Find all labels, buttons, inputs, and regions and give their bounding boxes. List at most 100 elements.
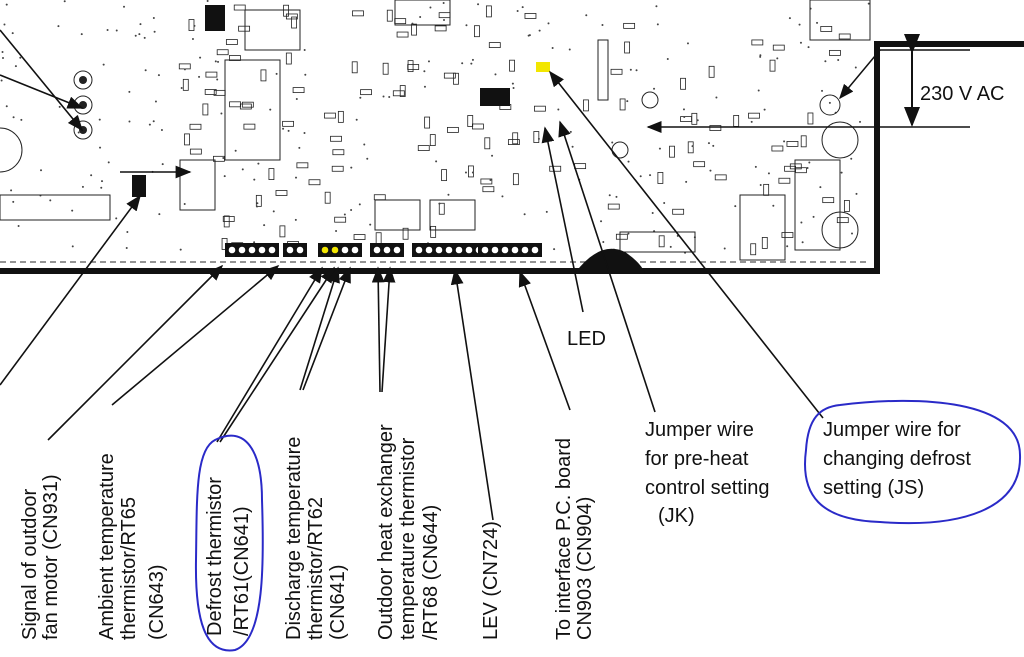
via [14,65,17,68]
pcb-part [794,159,841,251]
via [126,231,129,234]
component [472,123,484,130]
connector-pin [500,245,510,255]
jk-line-3: control setting [645,477,770,499]
via [553,248,556,251]
connector-pin [295,245,305,255]
pcb-part [224,59,281,161]
via [465,24,468,27]
component [680,116,692,122]
component [375,232,382,245]
via [527,34,530,37]
via [653,87,656,90]
via [812,215,815,218]
component [574,163,587,170]
via [600,220,603,223]
via [626,100,629,103]
connector-pin [490,245,500,255]
discharge-line-3: (CN641) [327,564,349,640]
via [757,89,760,92]
via [358,203,361,206]
via [585,14,588,17]
via [427,60,430,63]
interface-line-2: CN903 (CN904) [574,497,596,640]
component [229,101,241,108]
via [363,143,366,146]
connector-pin [414,245,424,255]
label-lev: LEV (CN724) [480,521,502,640]
via [489,179,492,182]
via [734,205,737,208]
via [707,142,710,145]
component [468,165,474,178]
component [807,112,814,125]
via [263,224,266,227]
pcb-round-part [821,121,859,159]
via [423,70,426,73]
label-interface: To interface P.C. board CN903 (CN904) [553,438,596,640]
component [283,4,289,17]
component [623,22,636,29]
via [58,105,61,108]
via [512,86,515,89]
via [669,245,672,248]
pcb-part [0,194,111,221]
pcb-part [244,9,301,51]
via [859,120,862,123]
component [771,145,784,152]
pcb-components [0,0,871,261]
connector-pin [237,245,247,255]
via [423,85,426,88]
via [369,223,372,226]
via [807,46,810,49]
via [772,204,775,207]
via [447,193,450,196]
via [799,41,802,44]
via [601,23,604,26]
via [828,101,831,104]
via [191,38,194,41]
via [57,25,60,28]
via [712,144,715,147]
via [635,69,638,72]
component [386,9,393,22]
component [392,90,405,97]
via [11,32,14,35]
via [17,224,20,227]
via [663,201,666,204]
jk-line-2: for pre-heat [645,448,749,470]
via [123,5,126,8]
component [238,25,251,32]
via [234,149,237,152]
component [658,235,665,248]
component [202,103,209,116]
connector-pin [510,245,520,255]
component [583,99,589,112]
pcb-round-part [0,127,23,173]
discharge-line-2: thermistor/RT62 [305,497,327,640]
via [767,172,770,175]
via [161,163,164,166]
voltage-label: 230 V AC [920,83,1005,105]
component [353,234,366,240]
connectors [225,243,542,257]
via [350,166,353,169]
via [649,174,652,177]
connector-pin [257,245,267,255]
ambient-line-2: thermistor/RT65 [118,497,140,640]
component [714,174,727,181]
via [107,161,110,164]
via [759,183,762,186]
fan-motor-line-1: Signal of outdoor [19,488,41,640]
via [257,162,260,165]
component [373,194,386,201]
component [619,98,626,111]
via [183,202,186,205]
via [199,56,202,59]
component [189,123,202,130]
defrost-line-1: Defrost thermistor [204,477,226,636]
component [399,85,406,97]
via [355,118,358,121]
connector-pin [285,245,295,255]
